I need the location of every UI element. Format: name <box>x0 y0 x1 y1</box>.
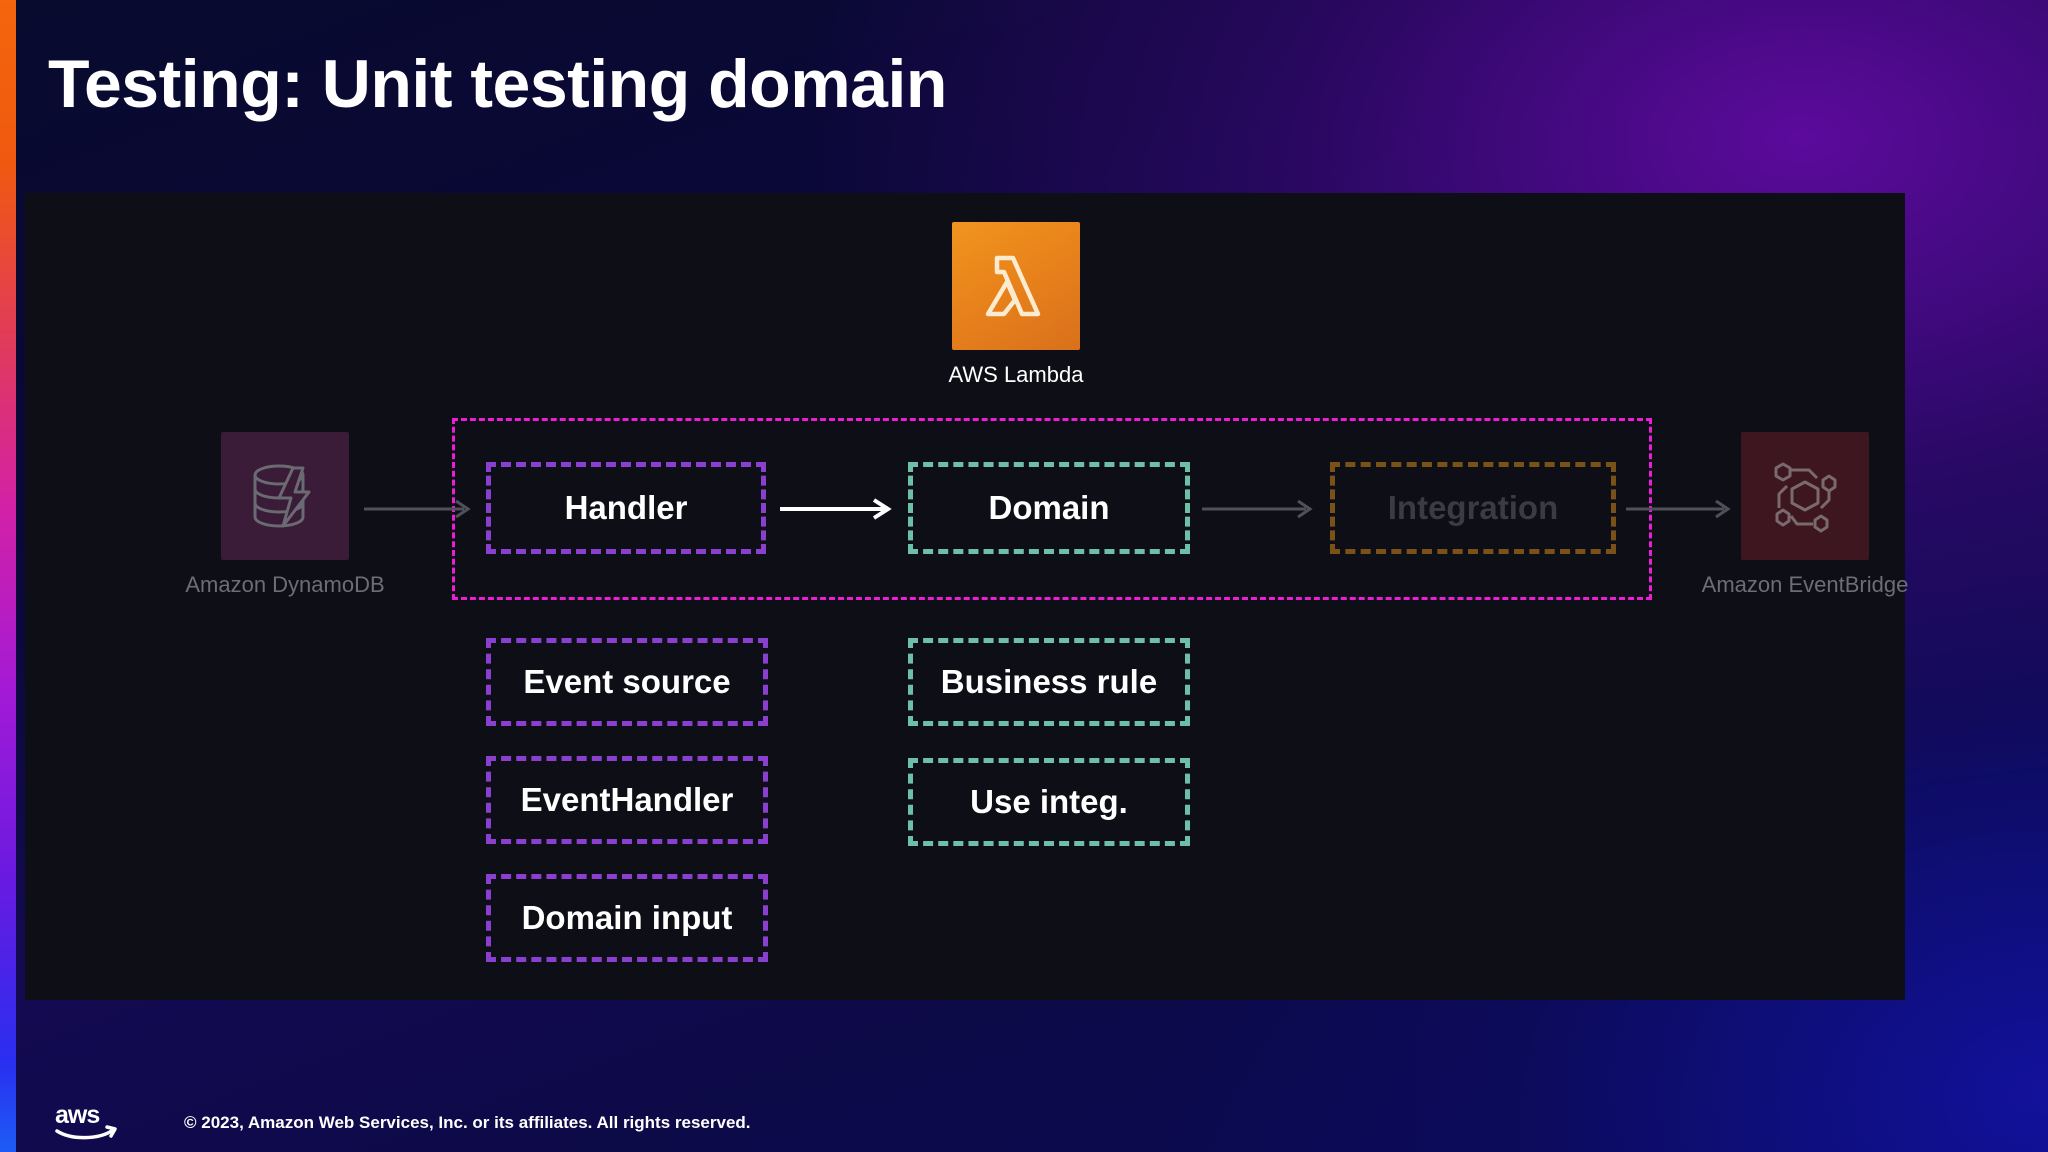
arrow-dynamodb-to-handler <box>364 497 476 521</box>
diagram-box-use-integ[interactable]: Use integ. <box>908 758 1190 846</box>
service-amazon-dynamodb: Amazon DynamoDB <box>155 432 415 598</box>
service-amazon-eventbridge: Amazon EventBridge <box>1675 432 1935 598</box>
left-accent-stripe <box>0 0 16 1152</box>
page-title: Testing: Unit testing domain <box>48 46 947 122</box>
diagram-box-handler[interactable]: Handler <box>486 462 766 554</box>
aws-logo: aws <box>55 1100 123 1142</box>
arrow-domain-to-integration <box>1202 497 1318 521</box>
service-aws-lambda: AWS Lambda <box>918 222 1114 388</box>
arrow-integration-to-eventbridge <box>1626 497 1736 521</box>
copyright-text: © 2023, Amazon Web Services, Inc. or its… <box>184 1113 751 1132</box>
service-label: AWS Lambda <box>948 362 1084 387</box>
amazon-eventbridge-icon <box>1741 432 1869 560</box>
diagram-box-event-source[interactable]: Event source <box>486 638 768 726</box>
svg-text:aws: aws <box>55 1101 99 1129</box>
diagram-box-integration[interactable]: Integration <box>1330 462 1616 554</box>
service-label: Amazon EventBridge <box>1701 572 1909 597</box>
diagram-box-domain[interactable]: Domain <box>908 462 1190 554</box>
diagram-box-eventhandler[interactable]: EventHandler <box>486 756 768 844</box>
amazon-dynamodb-icon <box>221 432 349 560</box>
service-label: Amazon DynamoDB <box>185 572 385 597</box>
diagram-box-domain-input[interactable]: Domain input <box>486 874 768 962</box>
arrow-handler-to-domain <box>780 497 896 521</box>
diagram-box-business-rule[interactable]: Business rule <box>908 638 1190 726</box>
aws-lambda-icon <box>952 222 1080 350</box>
